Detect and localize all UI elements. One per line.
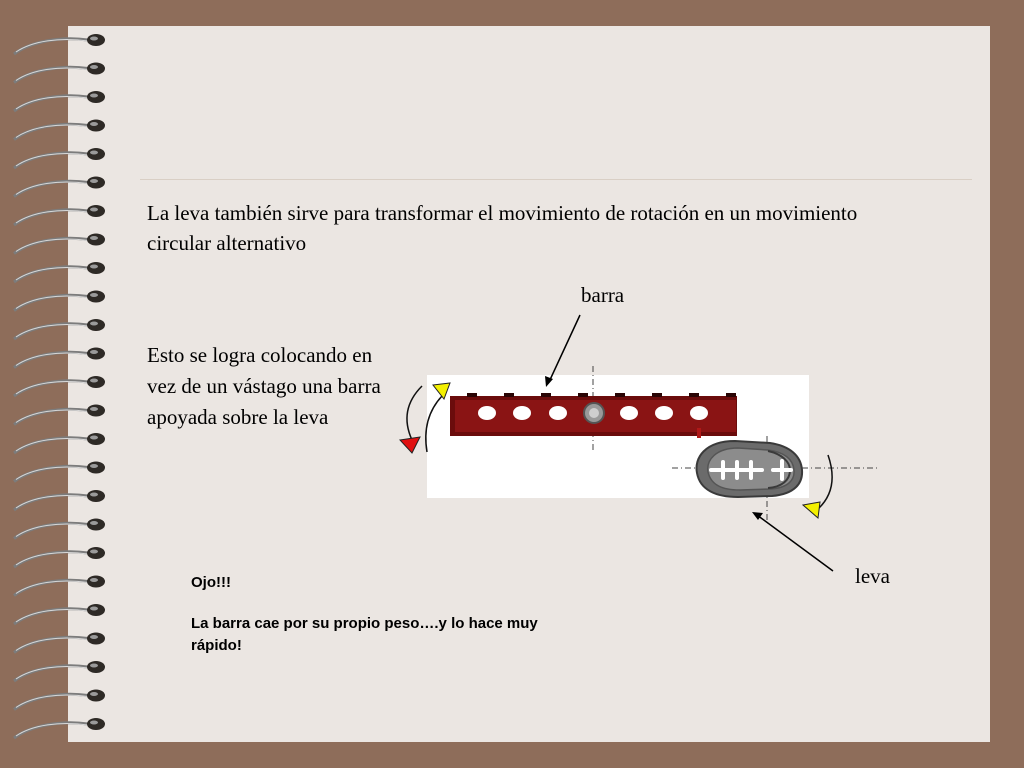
- spiral-ring: [13, 233, 105, 255]
- spiral-ring: [13, 319, 105, 341]
- spiral-ring: [13, 718, 105, 740]
- spiral-ring: [13, 547, 105, 569]
- label-barra: barra: [581, 283, 625, 307]
- spiral-ring: [13, 632, 105, 654]
- spiral-ring: [13, 461, 105, 483]
- spiral-ring: [13, 575, 105, 597]
- spiral-ring: [13, 376, 105, 398]
- spiral-ring: [13, 689, 105, 711]
- spiral-ring: [13, 604, 105, 626]
- spiral-ring: [13, 148, 105, 170]
- spiral-ring: [13, 404, 105, 426]
- spiral-ring: [13, 205, 105, 227]
- note-title: Ojo!!!: [191, 574, 231, 591]
- spiral-ring: [13, 262, 105, 284]
- spiral-ring: [13, 91, 105, 113]
- spiral-ring: [13, 62, 105, 84]
- label-leva: leva: [855, 564, 890, 588]
- spiral-ring: [13, 347, 105, 369]
- spiral-ring: [13, 490, 105, 512]
- spiral-ring: [13, 518, 105, 540]
- spiral-ring: [13, 433, 105, 455]
- spiral-ring: [13, 661, 105, 683]
- spiral-binding: [13, 34, 105, 740]
- description-text: Esto se logra colocando en vez de un vás…: [147, 343, 381, 429]
- main-text: La leva también sirve para transformar e…: [147, 201, 858, 255]
- spiral-ring: [13, 290, 105, 312]
- divider-line: [140, 179, 972, 180]
- spiral-ring: [13, 34, 105, 56]
- spiral-ring: [13, 176, 105, 198]
- spiral-ring: [13, 119, 105, 141]
- note-body: La barra cae por su propio peso….y lo ha…: [191, 615, 538, 654]
